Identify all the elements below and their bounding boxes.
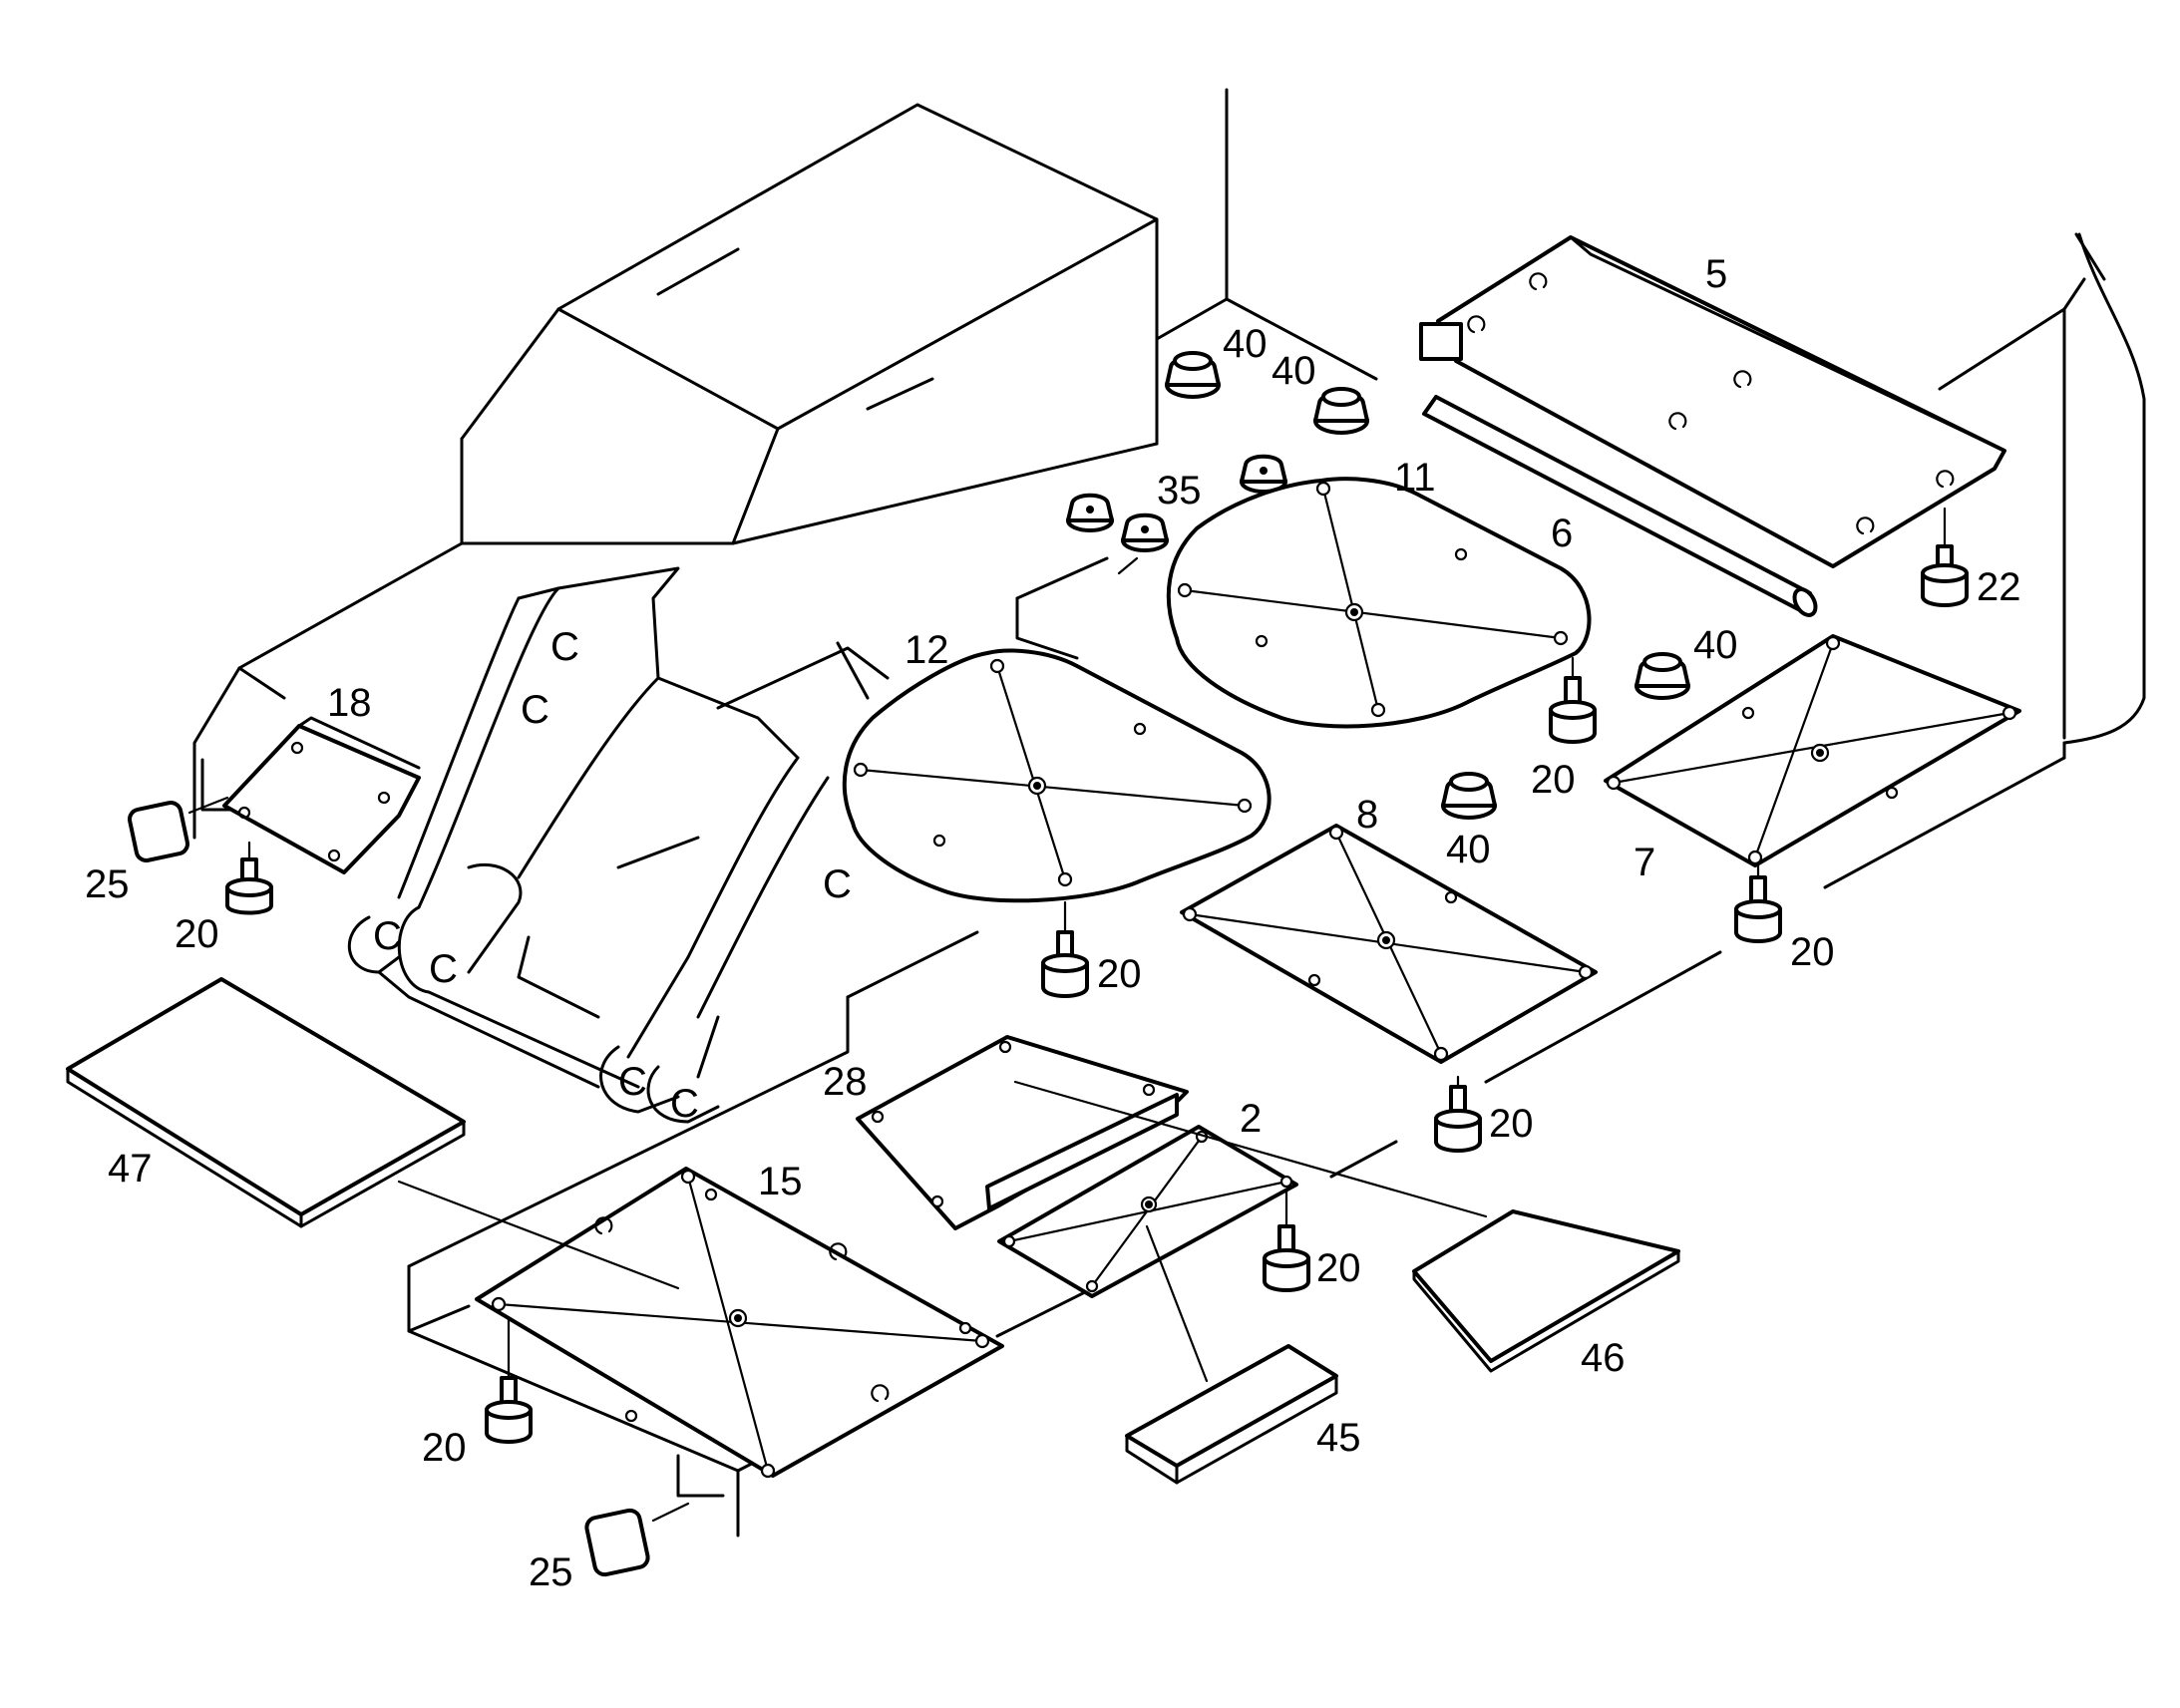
callout-40-a: 40: [1223, 322, 1268, 366]
bolt-20-b: [1549, 656, 1597, 744]
svg-text:C: C: [823, 862, 852, 906]
bolt-20-c: [1041, 900, 1089, 998]
callout-35: 35: [1157, 469, 1202, 512]
grommet-40-d: [1441, 772, 1497, 820]
part-45-pad: [1125, 1344, 1338, 1485]
callout-5: 5: [1705, 252, 1727, 296]
bolt-20-f: [1263, 1190, 1310, 1292]
callout-20-e: 20: [1489, 1102, 1534, 1146]
part-8-cover: [1180, 824, 1598, 1064]
grommet-35-c: [1121, 512, 1169, 552]
callout-47: 47: [108, 1147, 153, 1191]
callout-20-g: 20: [422, 1426, 467, 1470]
callout-labels: 5 40 40 11 35 6 22 40 12 18 20 8 40 7 25…: [85, 252, 2021, 1594]
callout-12: 12: [905, 628, 949, 672]
part-47-pad: [66, 977, 466, 1228]
callout-7: 7: [1634, 841, 1655, 884]
part-25-plug-a: [128, 796, 229, 862]
grommet-40-c: [1635, 652, 1690, 700]
bolt-20-e: [1434, 1075, 1482, 1153]
callout-11: 11: [1394, 456, 1436, 500]
callout-2: 2: [1240, 1097, 1262, 1141]
grommet-35-a: [1240, 454, 1287, 494]
part-7-cover: [1604, 634, 2021, 867]
bolt-20-d: [1734, 863, 1782, 943]
callout-28: 28: [823, 1060, 868, 1104]
grommet-40-b: [1313, 387, 1369, 435]
part-11-cover: [1166, 477, 1592, 729]
callout-20-a: 20: [1531, 758, 1576, 802]
callout-40-d: 40: [1446, 828, 1491, 871]
leader-lines: [397, 556, 1488, 1383]
part-46-pad: [1412, 1209, 1680, 1373]
svg-text:C: C: [429, 947, 458, 991]
part-6-rod: [1422, 395, 1818, 617]
svg-text:C: C: [550, 625, 579, 669]
callout-45: 45: [1316, 1416, 1361, 1460]
svg-text:C: C: [618, 1060, 647, 1104]
callout-25-a: 25: [85, 862, 130, 906]
callout-22: 22: [1977, 565, 2021, 609]
part-12-cover: [842, 648, 1272, 903]
part-2-cover: [997, 1125, 1298, 1298]
svg-text:C: C: [670, 1082, 699, 1126]
callout-18: 18: [327, 681, 372, 725]
callout-20-d: 20: [1790, 930, 1835, 974]
grommet-35-b: [1066, 493, 1114, 532]
part-25-plug-b: [584, 1502, 690, 1577]
part-5-bracket: [1419, 235, 2006, 568]
callout-40-c: 40: [1693, 623, 1738, 667]
callout-20-f: 20: [1316, 1246, 1361, 1290]
callout-40-b: 40: [1272, 349, 1316, 393]
callout-46: 46: [1581, 1336, 1626, 1380]
bolt-22: [1921, 507, 1969, 607]
bolt-20-a: [225, 841, 273, 915]
svg-text:C: C: [521, 688, 549, 732]
callout-25-b: 25: [529, 1550, 573, 1594]
callout-15: 15: [758, 1160, 803, 1203]
callout-8: 8: [1356, 793, 1378, 837]
grommet-40-a: [1165, 351, 1221, 399]
part-18-bracket: [222, 716, 421, 874]
bolt-20-g: [485, 1314, 533, 1444]
callout-20-b: 20: [175, 912, 219, 956]
callout-6: 6: [1551, 512, 1573, 555]
svg-text:C: C: [373, 914, 402, 958]
part-15-cover: [475, 1167, 1004, 1479]
callout-20-c: 20: [1097, 952, 1142, 996]
part-28-cover: [856, 1035, 1189, 1230]
